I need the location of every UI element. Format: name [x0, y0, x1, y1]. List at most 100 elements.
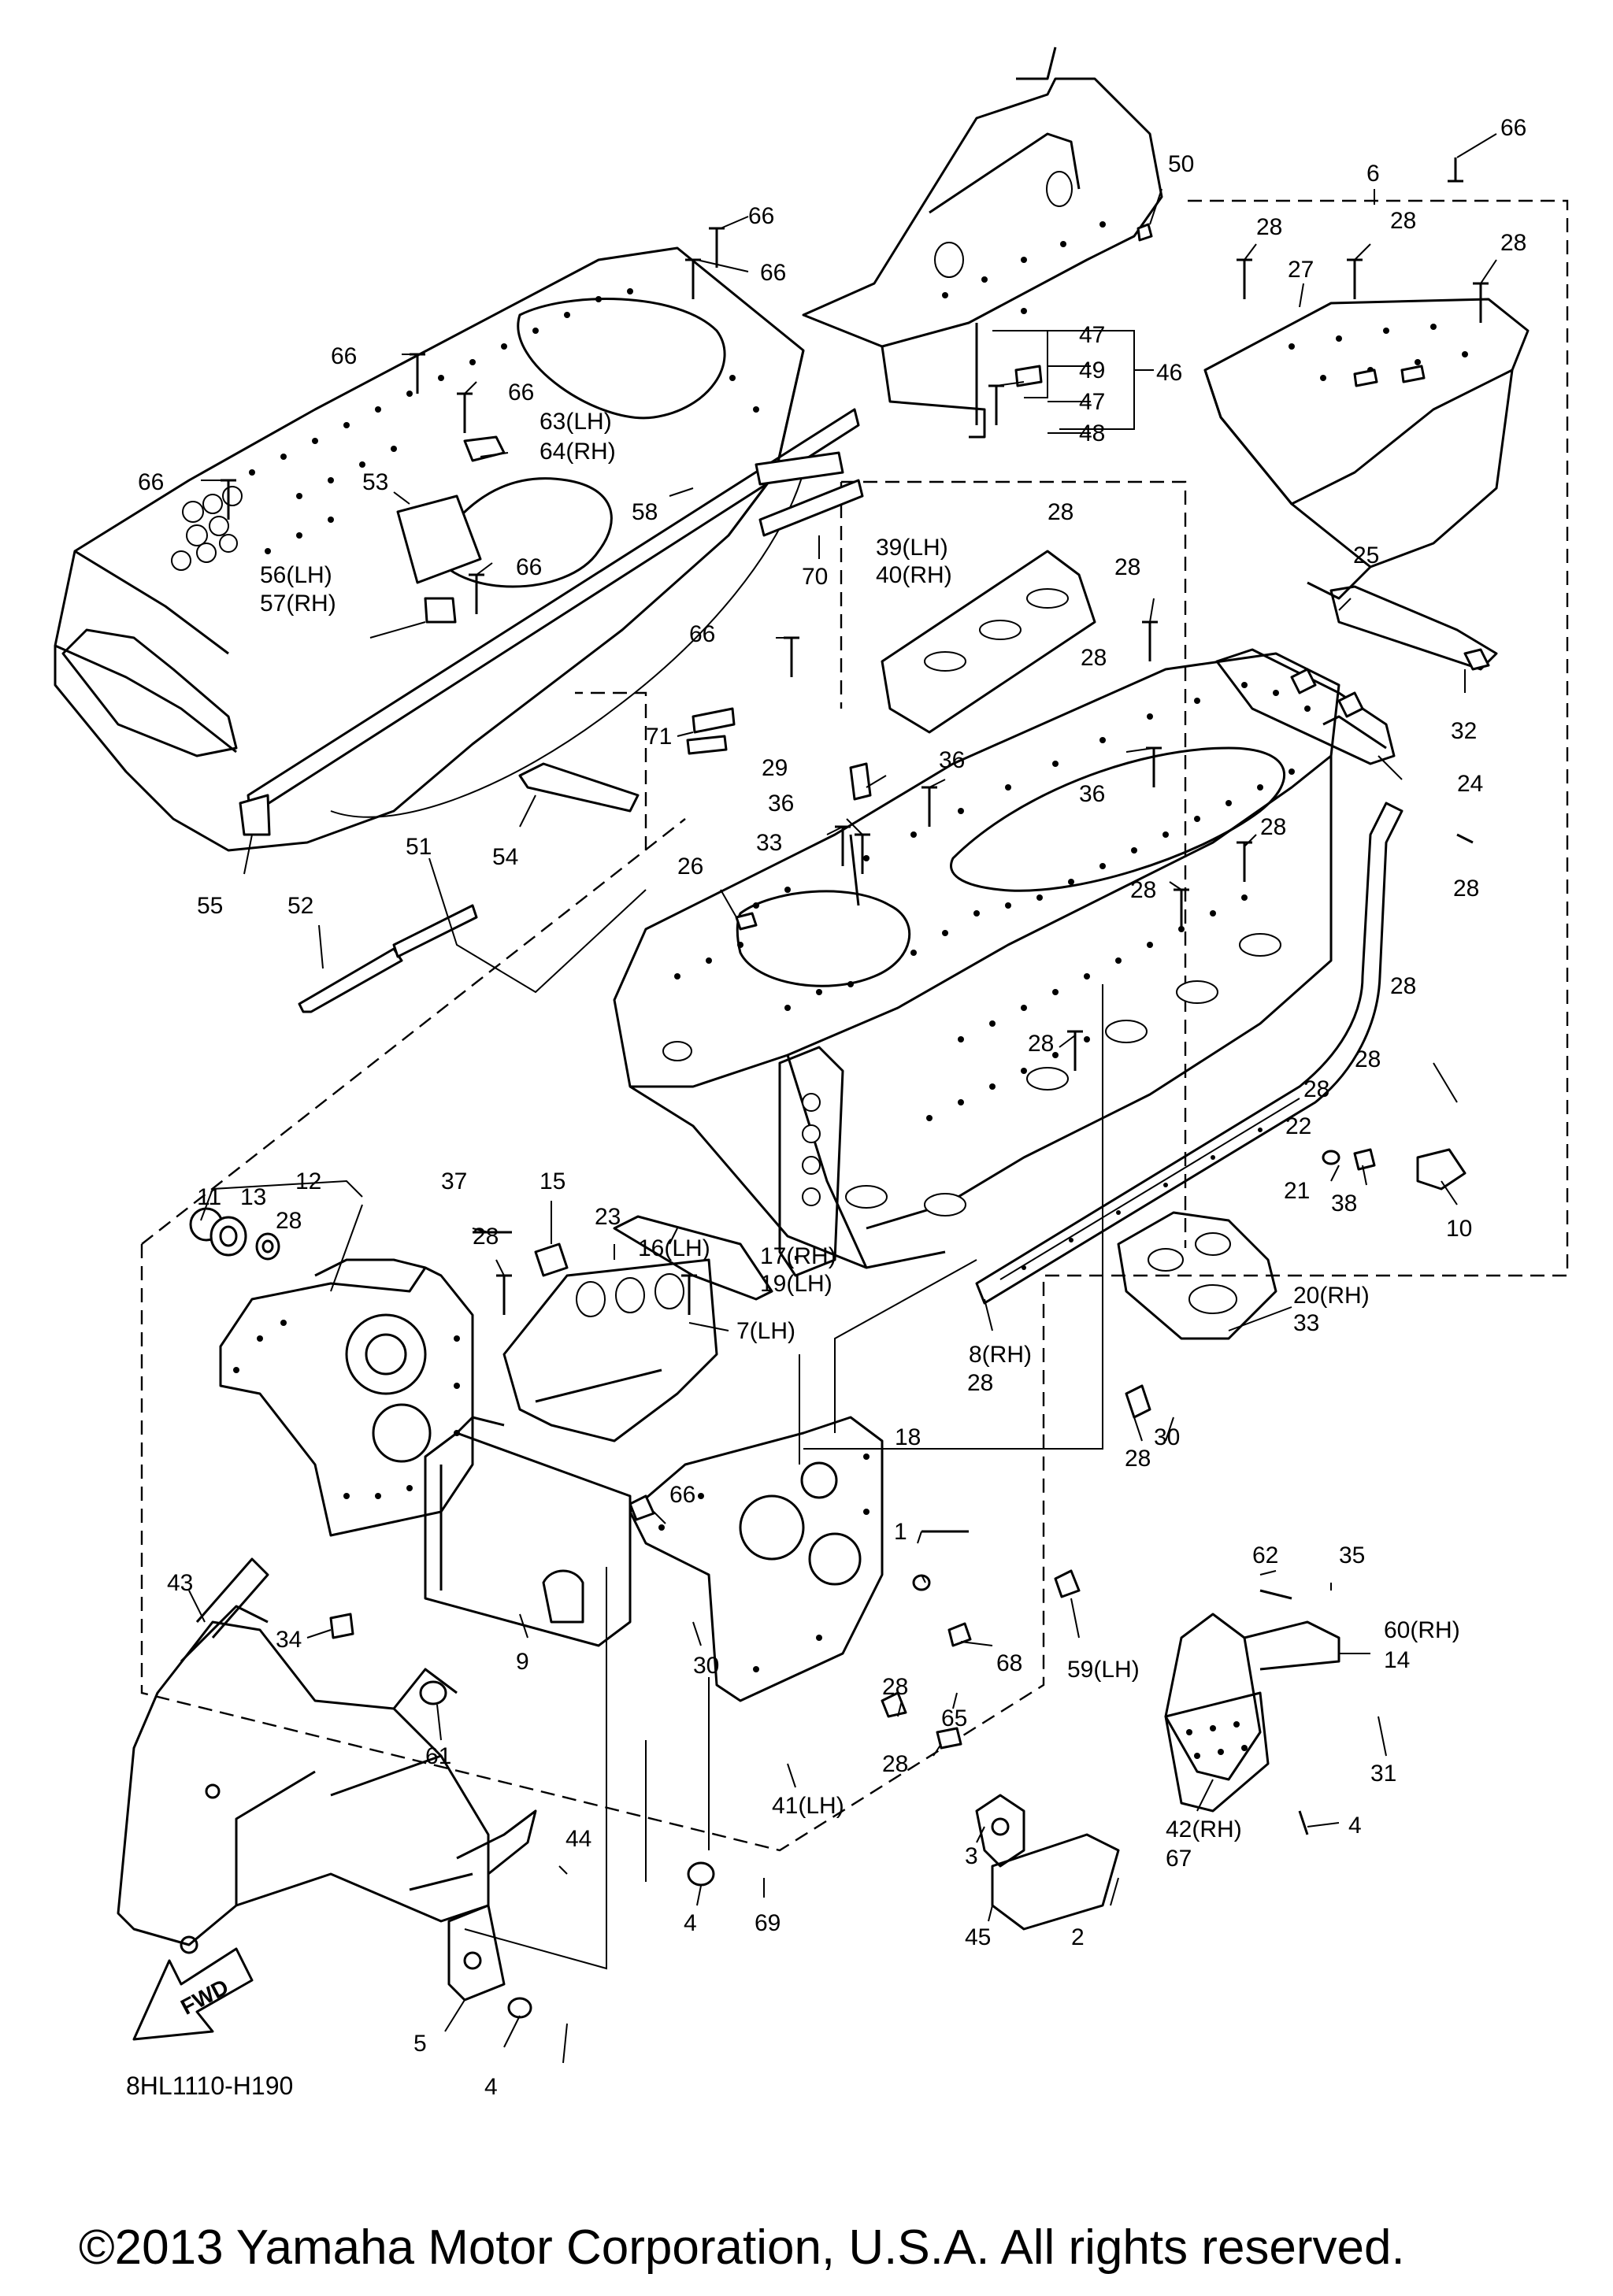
callout: 52 — [287, 893, 313, 919]
rear-tunnel-upper — [802, 46, 1163, 439]
callout: 22 — [1285, 1113, 1311, 1139]
callout: 45 — [965, 1924, 991, 1950]
leader-lines — [188, 133, 1497, 2064]
callout: 46 — [1156, 360, 1182, 386]
callout: 70 — [802, 564, 828, 590]
callout: 28 — [1114, 554, 1140, 580]
bearing-set — [189, 1207, 280, 1261]
callout: 28 — [1453, 876, 1479, 902]
callout: 28 — [1048, 499, 1073, 525]
callout: 39(LH) — [876, 535, 948, 561]
callout: 25 — [1353, 543, 1379, 568]
callout-labels: 66 50 6 28 28 28 27 66 66 47 49 46 47 48… — [138, 115, 1526, 2100]
callout: 47 — [1079, 322, 1105, 348]
callout: 35 — [1339, 1542, 1365, 1568]
front-bulkhead-plate — [629, 1416, 884, 1702]
callout: 11 — [197, 1184, 221, 1210]
callout: 40(RH) — [876, 562, 952, 588]
diagram-code: 8HL1110-H190 — [126, 2072, 293, 2100]
callout: 28 — [967, 1370, 993, 1396]
callout: 4 — [684, 1910, 697, 1936]
callout: 26 — [677, 854, 703, 880]
callout: 17(RH) — [760, 1243, 836, 1269]
callout: 43 — [167, 1570, 193, 1596]
callout: 64(RH) — [540, 439, 616, 465]
callout: 44 — [565, 1826, 591, 1852]
callout: 66 — [669, 1482, 695, 1508]
callout: 57(RH) — [260, 591, 336, 617]
callout: 31 — [1370, 1761, 1396, 1787]
callout: 28 — [276, 1208, 302, 1234]
callout: 28 — [473, 1224, 499, 1250]
callout: 66 — [748, 203, 774, 229]
callout: 66 — [1500, 115, 1526, 141]
front-frame-assembly — [117, 1557, 537, 1954]
callout: 13 — [240, 1184, 266, 1210]
callout: 58 — [632, 499, 658, 525]
footrest-parts — [975, 1613, 1340, 1931]
callout: 28 — [882, 1751, 908, 1777]
callout: 42(RH) — [1166, 1816, 1242, 1842]
callout: 37 — [441, 1168, 467, 1194]
callout: 32 — [1451, 718, 1477, 744]
callout: 53 — [362, 469, 388, 495]
callout: 4 — [1348, 1813, 1362, 1839]
callout: 28 — [1260, 814, 1286, 840]
callout: 16(LH) — [638, 1235, 710, 1261]
callout: 28 — [1390, 973, 1416, 999]
callout: 36 — [768, 791, 794, 817]
callout: 69 — [755, 1910, 781, 1936]
copyright-notice: ©2013 Yamaha Motor Corporation, U.S.A. A… — [79, 2220, 1405, 2275]
callout: 6 — [1366, 161, 1380, 187]
slide-rail — [975, 802, 1403, 1305]
callout: 66 — [760, 260, 786, 286]
callout: 60(RH) — [1384, 1617, 1460, 1643]
callout: 19(LH) — [760, 1271, 832, 1297]
callout: 23 — [595, 1204, 621, 1230]
callout: 29 — [762, 755, 788, 781]
upper-frame-gussets — [239, 435, 844, 836]
callout: 28 — [1081, 645, 1107, 671]
callout: 30 — [1154, 1424, 1180, 1450]
callout: 41(LH) — [772, 1793, 844, 1819]
callout: 59(LH) — [1067, 1657, 1140, 1683]
callout: 55 — [197, 893, 223, 919]
callout: 48 — [1079, 420, 1105, 446]
callout: 4 — [484, 2074, 498, 2100]
callout: 7(LH) — [736, 1318, 795, 1344]
callout: 2 — [1071, 1924, 1085, 1950]
callout: 65 — [941, 1705, 967, 1731]
callout: 36 — [1079, 781, 1105, 807]
group-boundaries — [140, 199, 1569, 1852]
callout: 28 — [1355, 1046, 1381, 1072]
callout: 28 — [1303, 1076, 1329, 1102]
callout: 9 — [516, 1649, 529, 1675]
reinforcement-plates — [613, 550, 1277, 1340]
callout: 62 — [1252, 1542, 1278, 1568]
callout: 61 — [425, 1743, 451, 1769]
callout: 15 — [540, 1168, 565, 1194]
callout: 54 — [492, 844, 518, 870]
left-side-plate — [219, 1258, 474, 1537]
callout: 56(LH) — [260, 562, 332, 588]
callout: 38 — [1331, 1191, 1357, 1217]
callout: 5 — [413, 2031, 427, 2057]
callout: 28 — [1125, 1446, 1151, 1472]
callout: 67 — [1166, 1846, 1192, 1872]
callout: 27 — [1288, 257, 1314, 283]
callout: 66 — [138, 469, 164, 495]
callout: 33 — [756, 830, 782, 856]
callout: 28 — [1390, 208, 1416, 234]
callout: 10 — [1446, 1216, 1472, 1242]
callout: 66 — [689, 621, 715, 647]
callout: 28 — [882, 1674, 908, 1700]
callout: 24 — [1457, 771, 1483, 797]
callout: 30 — [693, 1653, 719, 1679]
callout: 14 — [1384, 1647, 1410, 1673]
callout: 50 — [1168, 151, 1194, 177]
callout: 1 — [894, 1519, 907, 1545]
callout: 28 — [1256, 214, 1282, 240]
small-parts — [298, 479, 1467, 2019]
callout: 66 — [331, 343, 357, 369]
